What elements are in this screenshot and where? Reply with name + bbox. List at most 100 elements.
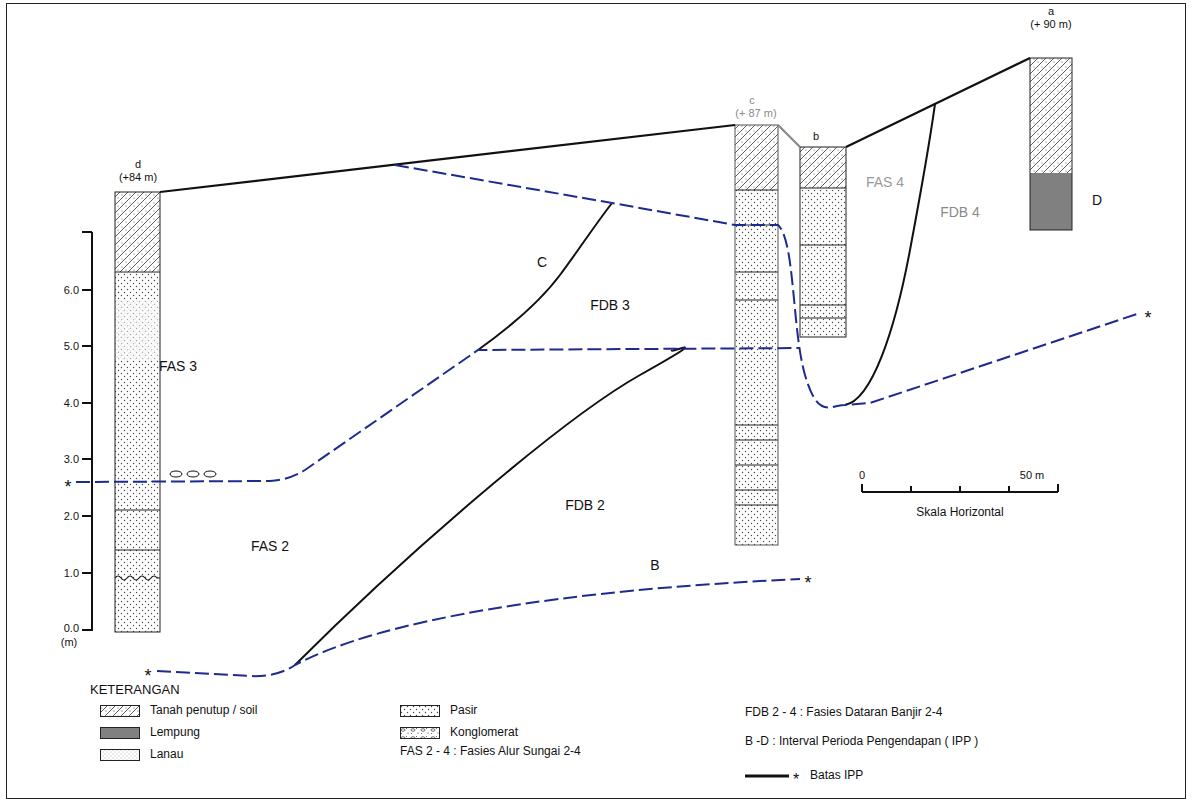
facies-boundary <box>845 104 935 405</box>
ipp-label: C <box>537 254 547 270</box>
facies-boundary <box>295 348 685 666</box>
soil-swatch <box>101 706 140 717</box>
axis-tick-label: 3.0 <box>64 453 79 466</box>
log-column <box>735 490 778 491</box>
column-name: d <box>135 158 141 171</box>
ipp-label: D <box>1092 192 1102 208</box>
vertical-scale <box>82 515 92 517</box>
log-column <box>1030 58 1072 230</box>
boundary-mark: * <box>1144 308 1151 329</box>
log-column <box>115 192 160 272</box>
pebble-symbol <box>170 471 182 477</box>
horizontal-scale-bar <box>861 484 863 492</box>
scale-label: 50 m <box>1020 469 1044 482</box>
elevation-label: (+84 m) <box>119 171 157 184</box>
ground-surface <box>778 125 800 147</box>
conglomerate-swatch <box>400 727 440 739</box>
clay-swatch <box>100 727 140 739</box>
log-column <box>800 147 846 337</box>
pebble-symbol <box>187 471 199 477</box>
facies-boundary <box>295 104 935 665</box>
legend-note: B -D : Interval Perioda Pengendapan ( IP… <box>745 735 978 749</box>
axis-tick-label: 4.0 <box>64 397 79 410</box>
log-column <box>735 190 778 191</box>
horizontal-scale-bar <box>862 484 1058 492</box>
vertical-scale <box>82 458 92 460</box>
axis-unit: (m) <box>61 636 78 649</box>
column-name: c <box>749 94 755 107</box>
facies-label: FDB 3 <box>590 297 630 313</box>
legend-title: KETERANGAN <box>90 683 180 698</box>
ipp-label: B <box>650 557 659 573</box>
ground-surface <box>160 58 1030 192</box>
log-column <box>735 465 778 466</box>
horizontal-scale-bar <box>959 486 961 492</box>
ground-surface <box>160 125 735 192</box>
legend-text: Batas IPP <box>810 769 863 783</box>
legend-text: Lanau <box>150 748 183 762</box>
vertical-scale <box>82 345 92 347</box>
sand-swatch <box>400 705 440 717</box>
facies-label: FDB 2 <box>565 497 605 513</box>
legend-text: Pasir <box>450 704 477 718</box>
horizontal-scale-bar <box>1008 486 1010 492</box>
log-column <box>735 272 778 273</box>
elevation-label: (+ 90 m) <box>1030 18 1071 31</box>
ground-surface <box>846 58 1030 147</box>
log-column <box>115 300 160 360</box>
legend-note: FDB 2 - 4 : Fasies Dataran Banjir 2-4 <box>745 706 942 720</box>
log-column <box>735 125 778 545</box>
log-column <box>800 147 846 337</box>
facies-label: FDB 4 <box>940 204 980 220</box>
column-name: a <box>1048 5 1054 18</box>
boundary-line-sample <box>745 775 789 778</box>
log-column <box>735 125 778 545</box>
horizontal-scale-bar <box>910 486 912 492</box>
ipp-boundary <box>395 165 1140 407</box>
axis-tick-label: 1.0 <box>64 567 79 580</box>
boundary-line-sample <box>745 773 789 779</box>
vertical-scale <box>82 572 92 574</box>
log-column <box>800 147 846 188</box>
facies-boundary <box>478 203 612 350</box>
log-column <box>115 576 160 580</box>
vertical-scale <box>82 232 92 631</box>
log-column <box>115 510 160 511</box>
log-column <box>800 188 846 318</box>
boundary-mark: * <box>793 771 799 789</box>
log-column <box>1030 58 1072 173</box>
pebble-symbol <box>170 471 216 477</box>
legend-note: FAS 2 - 4 : Fasies Alur Sungai 2-4 <box>400 745 581 759</box>
log-column <box>800 318 846 319</box>
log-column <box>735 125 778 190</box>
figure-frame <box>7 4 1186 799</box>
facies-label: FAS 2 <box>251 538 289 554</box>
vertical-scale <box>82 289 92 291</box>
log-column <box>800 188 846 189</box>
log-column <box>115 272 160 632</box>
facies-label: FAS 4 <box>866 174 904 190</box>
log-column <box>1030 58 1072 230</box>
facies-label: FAS 3 <box>159 358 197 374</box>
vertical-scale <box>82 402 92 404</box>
ipp-boundary <box>157 579 800 676</box>
log-column <box>115 272 160 273</box>
log-column <box>735 300 778 301</box>
log-column <box>115 272 160 550</box>
legend-text: Tanah penutup / soil <box>150 704 257 718</box>
axis-tick-label: 5.0 <box>64 340 79 353</box>
axis-tick-label: 6.0 <box>64 284 79 297</box>
vertical-scale <box>82 231 92 233</box>
log-column <box>735 190 778 545</box>
axis-tick-label: 0.0 <box>64 622 79 635</box>
soil-swatch <box>100 705 140 717</box>
scale-title: Skala Horizontal <box>916 506 1003 520</box>
log-column <box>800 305 846 306</box>
vertical-scale <box>82 629 92 631</box>
boundary-mark: * <box>64 477 71 498</box>
pebble-symbol <box>204 471 216 477</box>
log-column <box>735 440 778 441</box>
ipp-boundary <box>76 165 1140 676</box>
conglomerate-swatch <box>401 728 440 739</box>
